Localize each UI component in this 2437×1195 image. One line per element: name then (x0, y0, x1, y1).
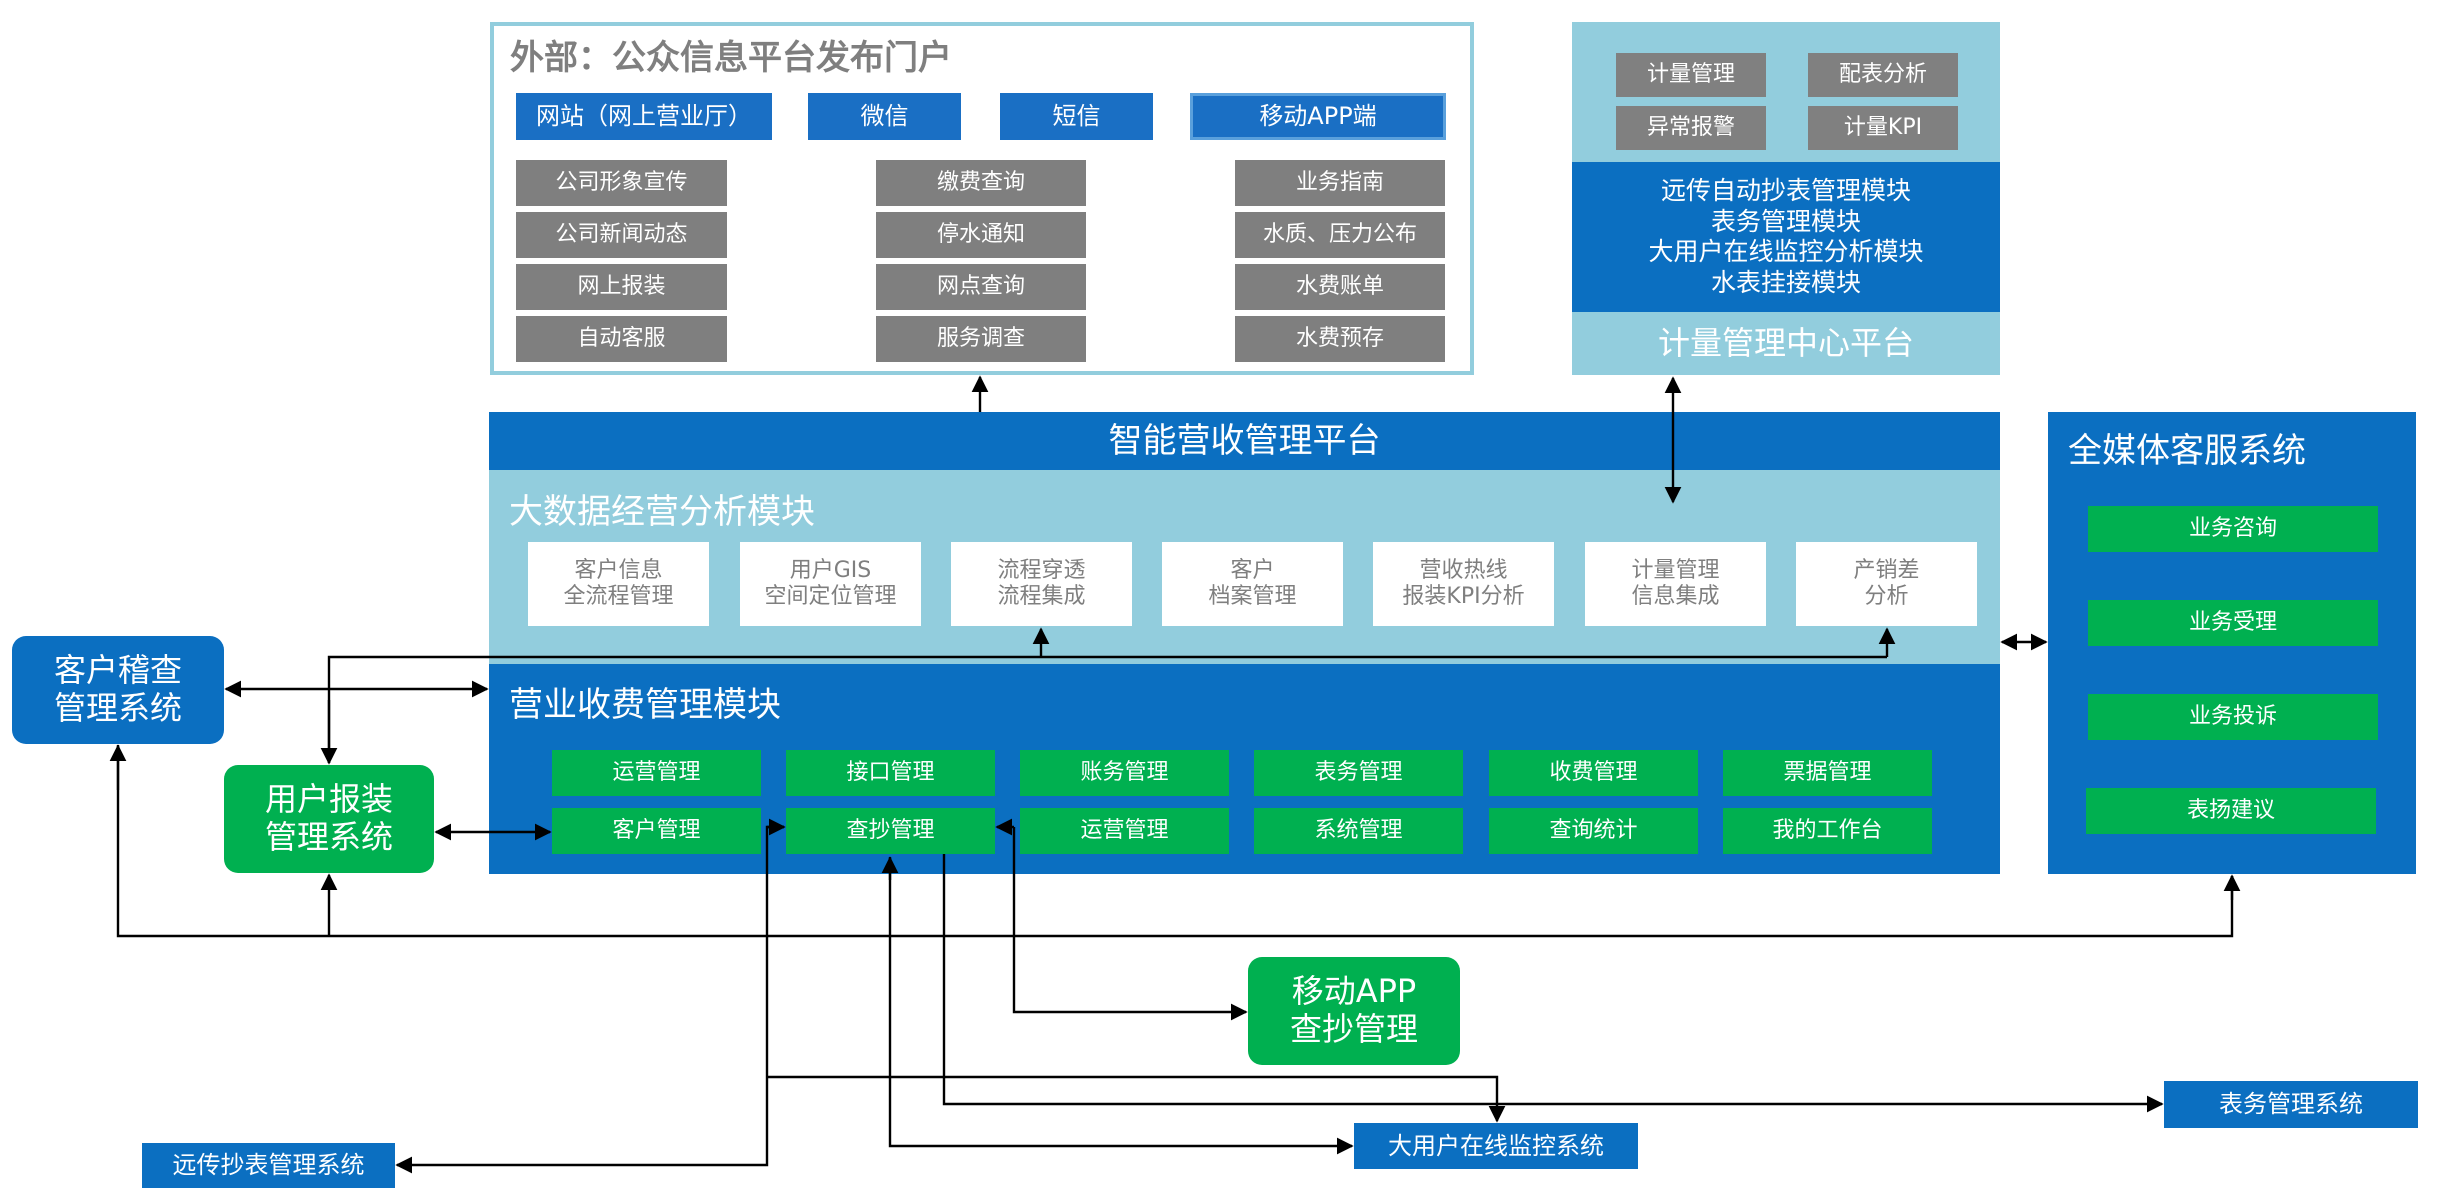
billing-item: 系统管理 (1254, 808, 1463, 854)
bigdata-item: 流程穿透 流程集成 (951, 542, 1132, 626)
portal-item: 公司新闻动态 (516, 212, 727, 258)
link-ops-mobile (1012, 827, 1248, 1021)
metering-button: 计量KPI (1808, 106, 1958, 150)
portal-item: 网上报装 (516, 264, 727, 310)
media-item: 业务咨询 (2088, 506, 2378, 552)
bigdata-item: 产销差 分析 (1796, 542, 1977, 626)
metering-center-title: 计量管理中心平台 (1657, 324, 1914, 363)
big-user-monitor-system: 大用户在线监控系统 (1354, 1123, 1638, 1169)
billing-item: 运营管理 (552, 750, 761, 796)
media-item: 表扬建议 (2086, 788, 2376, 834)
billing-item: 查抄管理 (786, 808, 995, 854)
portal-item: 网点查询 (876, 264, 1086, 310)
portal-item: 自动客服 (516, 316, 727, 362)
bigdata-module-title: 大数据经营分析模块 (509, 492, 815, 532)
bigdata-item: 用户GIS 空间定位管理 (740, 542, 921, 626)
billing-item: 查询统计 (1489, 808, 1698, 854)
media-item: 业务投诉 (2088, 694, 2378, 740)
bigdata-item: 营收热线 报装KPI分析 (1373, 542, 1554, 626)
bottom-bus (116, 745, 2234, 938)
bigdata-item: 客户 档案管理 (1162, 542, 1343, 626)
channel-mobile-app: 移动APP端 (1190, 93, 1446, 140)
portal-item: 水费账单 (1235, 264, 1445, 310)
media-service-title: 全媒体客服系统 (2068, 431, 2306, 471)
portal-item: 水费预存 (1235, 316, 1445, 362)
link-reading-meter-affairs (942, 854, 2164, 1113)
meter-affairs-system: 表务管理系统 (2164, 1081, 2418, 1128)
billing-item: 接口管理 (786, 750, 995, 796)
link-bus-bigusers (767, 1075, 1506, 1123)
mobile-app-reading: 移动APP 查抄管理 (1248, 957, 1460, 1065)
portal-title: 外部：公众信息平台发布门户 (510, 38, 952, 78)
portal-item: 公司形象宣传 (516, 160, 727, 206)
install-system: 用户报装 管理系统 (224, 765, 434, 873)
link-reading-bigusers (888, 857, 1354, 1155)
portal-item: 水质、压力公布 (1235, 212, 1445, 258)
billing-item: 客户管理 (552, 808, 761, 854)
billing-item: 表务管理 (1254, 750, 1463, 796)
billing-item: 收费管理 (1489, 750, 1698, 796)
media-item: 业务受理 (2088, 600, 2378, 646)
channel-website: 网站（网上营业厅） (516, 93, 772, 140)
billing-item: 运营管理 (1020, 808, 1229, 854)
bigdata-item: 计量管理 信息集成 (1585, 542, 1766, 626)
audit-system: 客户稽查 管理系统 (12, 636, 224, 744)
metering-button: 配表分析 (1808, 53, 1958, 97)
metering-button: 异常报警 (1616, 106, 1766, 150)
remote-meter-system: 远传抄表管理系统 (142, 1143, 395, 1188)
portal-item: 停水通知 (876, 212, 1086, 258)
metering-button: 计量管理 (1616, 53, 1766, 97)
billing-item: 我的工作台 (1723, 808, 1932, 854)
channel-sms: 短信 (1000, 93, 1153, 140)
portal-item: 业务指南 (1235, 160, 1445, 206)
portal-item: 缴费查询 (876, 160, 1086, 206)
metering-modules: 远传自动抄表管理模块 表务管理模块 大用户在线监控分析模块 水表挂接模块 (1572, 162, 2000, 312)
bigdata-item: 客户信息 全流程管理 (528, 542, 709, 626)
portal-item: 服务调查 (876, 316, 1086, 362)
arrow-bigdata-install (327, 655, 1887, 763)
platform-title: 智能营收管理平台 (1108, 420, 1381, 461)
channel-wechat: 微信 (808, 93, 961, 140)
billing-item: 账务管理 (1020, 750, 1229, 796)
billing-item: 票据管理 (1723, 750, 1932, 796)
link-reading-remote (395, 825, 784, 1174)
billing-module-title: 营业收费管理模块 (509, 685, 781, 725)
